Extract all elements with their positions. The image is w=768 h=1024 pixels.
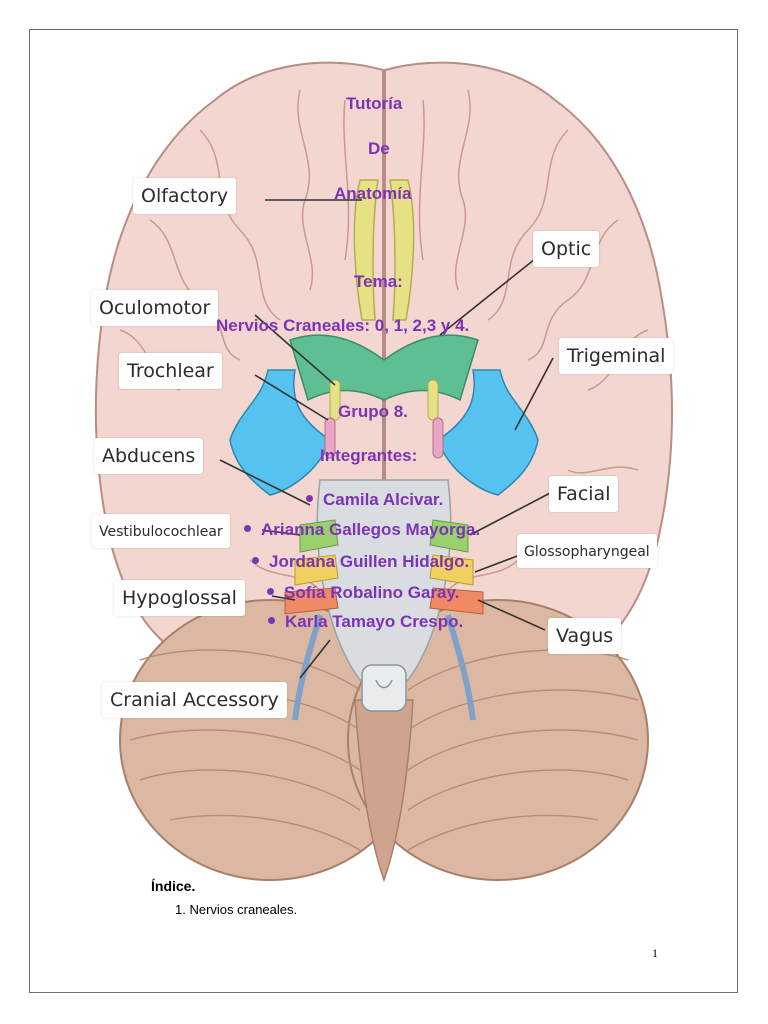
label-trigeminal: Trigeminal [559, 338, 674, 374]
member-item: Arianna Gallegos Mayorga. [244, 521, 480, 538]
cerebellum-right [347, 599, 649, 881]
olfactory-nerve-right [389, 179, 415, 321]
theme-value: Nervios Craneales: 0, 1, 2,3 y 4. [216, 316, 470, 335]
member-item: Jordana Guillen Hidalgo. [252, 553, 469, 570]
bullet-icon [267, 588, 274, 596]
olfactory-nerve-left [353, 179, 379, 321]
label-cranial-accessory: Cranial Accessory [102, 682, 287, 718]
member-item: Camila Alcivar. [306, 491, 443, 508]
member-item: Sofía Robalino Garay. [267, 584, 459, 601]
index-item: 1. Nervios craneales. [175, 902, 298, 917]
label-vestibulocochlear: Vestibulocochlear [92, 514, 230, 548]
label-facial: Facial [549, 476, 619, 512]
label-trochlear: Trochlear [119, 353, 222, 389]
bullet-icon [306, 495, 313, 503]
title-line-1: Tutoría [346, 94, 403, 113]
label-optic: Optic [533, 231, 600, 267]
index-title: Índice. [151, 878, 196, 894]
label-glossopharyngeal: Glossopharyngeal [517, 534, 657, 568]
group-label: Grupo 8. [338, 402, 408, 421]
label-vagus: Vagus [548, 618, 622, 654]
page-frame [29, 29, 738, 993]
label-oculomotor: Oculomotor [91, 290, 219, 326]
members-label: Integrantes: [320, 446, 418, 465]
label-abducens: Abducens [94, 438, 204, 474]
bullet-icon [244, 525, 251, 533]
member-item: Karla Tamayo Crespo. [268, 613, 463, 630]
page-number: 1 [652, 946, 658, 960]
label-olfactory: Olfactory [133, 178, 237, 214]
bullet-icon [252, 557, 259, 565]
theme-label: Tema: [354, 272, 403, 291]
title-line-2: De [368, 139, 390, 158]
label-hypoglossal: Hypoglossal [114, 580, 245, 616]
bullet-icon [268, 617, 275, 625]
title-line-3: Anatomía [334, 184, 412, 203]
